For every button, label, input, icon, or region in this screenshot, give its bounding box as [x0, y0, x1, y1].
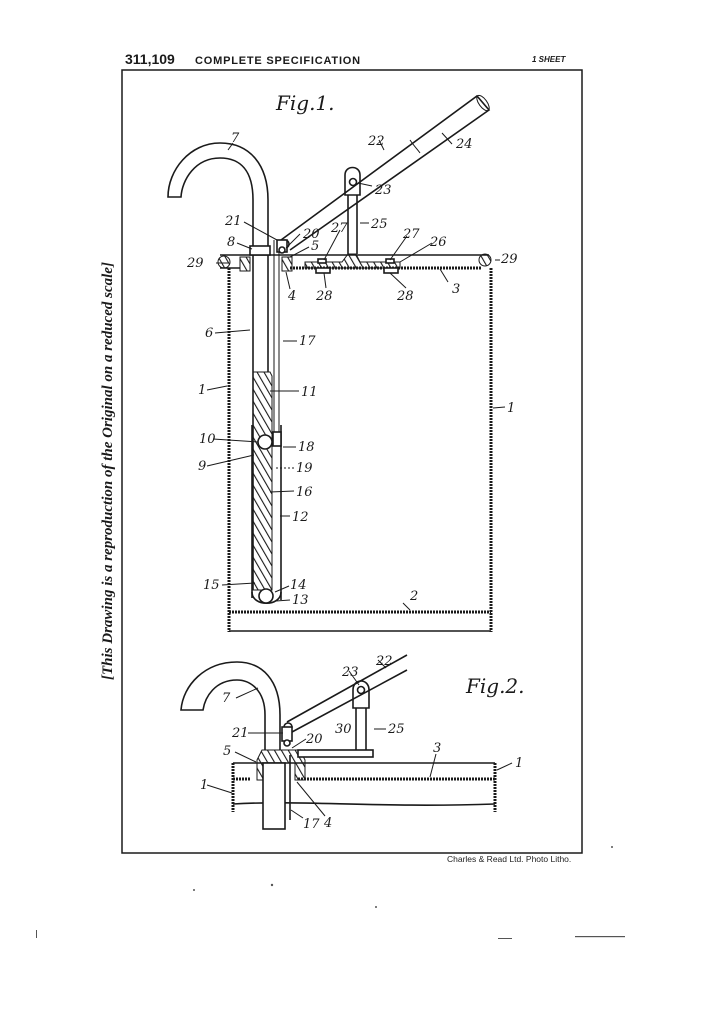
ref-label: 23 [374, 183, 392, 198]
printer-credit: Charles & Read Ltd. Photo Litho. [447, 854, 571, 864]
ref-label: 10 [199, 432, 216, 447]
ref-label: 13 [292, 593, 309, 608]
ref-label: 1 [515, 756, 523, 771]
ref-label: 25 [387, 722, 405, 737]
ref-label: 21 [231, 726, 249, 741]
ref-label: 1 [198, 383, 206, 398]
fig1-reference-labels: 7 22 24 23 21 20 27 25 27 26 8 5 29 29 4… [186, 131, 518, 608]
ref-label: 22 [367, 134, 385, 149]
fig2-spout-7 [180, 661, 281, 750]
ref-label: 26 [429, 235, 447, 250]
fig1-title: Fig.1. [275, 91, 335, 115]
ref-label: 19 [296, 461, 313, 476]
ball-13 [258, 588, 274, 604]
handle-22 [280, 94, 491, 251]
ref-label: 8 [227, 235, 235, 250]
scan-specks [36, 846, 625, 939]
ref-label: 28 [396, 289, 414, 304]
ref-label: 30 [335, 722, 352, 737]
figure-1: Fig.1. [167, 91, 518, 632]
ref-label: 7 [222, 691, 231, 706]
ref-label: 20 [302, 227, 320, 242]
ref-label: 1 [200, 778, 208, 793]
ref-label: 15 [203, 578, 220, 593]
ref-label: 18 [298, 440, 315, 455]
spiral-11 [252, 371, 273, 591]
ref-label: 5 [223, 744, 231, 759]
ref-label: 29 [186, 256, 204, 271]
header-title: COMPLETE SPECIFICATION [195, 55, 361, 67]
pivot-23 [344, 166, 361, 196]
ref-label: 5 [311, 239, 319, 254]
ref-label: 29 [500, 252, 518, 267]
fig2-reference-labels: 23 22 7 25 21 20 30 5 3 1 1 17 4 [200, 654, 523, 832]
fig2-handle-22 [286, 654, 408, 733]
bolt-29-right [478, 253, 492, 267]
ref-label: 16 [296, 485, 313, 500]
ref-label: 9 [198, 459, 206, 474]
patent-number: 311,109 [125, 51, 175, 67]
ref-label: 12 [292, 510, 309, 525]
ref-label: 14 [290, 578, 307, 593]
ref-label: 11 [301, 385, 318, 400]
bolt-29-left [217, 255, 231, 269]
ball-10 [257, 434, 273, 450]
ref-label: 7 [231, 131, 240, 146]
fig2-leader-lines [206, 659, 513, 819]
ref-label: 28 [315, 289, 333, 304]
fig1-leader-lines [206, 132, 506, 611]
ref-label: 25 [370, 217, 388, 232]
ref-label: 4 [287, 289, 296, 304]
ref-label: 3 [433, 741, 441, 756]
ref-label: 27 [330, 221, 348, 236]
sheet-count: 1 SHEET [532, 55, 566, 64]
ref-label: 17 [299, 334, 316, 349]
ref-label: 22 [375, 654, 393, 669]
ref-label: 21 [224, 214, 242, 229]
ref-label: 6 [205, 326, 213, 341]
drawing-border [121, 69, 583, 854]
part-18 [272, 431, 282, 447]
ref-label: 27 [402, 227, 420, 242]
ref-label: 2 [409, 589, 418, 604]
ref-label: 4 [323, 816, 332, 831]
side-note: [This Drawing is a reproduction of the O… [100, 262, 116, 680]
figure-2: Fig.2. 23 22 7 25 21 20 30 [180, 654, 525, 832]
fig2-title: Fig.2. [465, 674, 525, 698]
ref-label: 3 [452, 282, 460, 297]
fig2-pipe [262, 762, 286, 830]
ref-label: 17 [303, 817, 320, 832]
ref-label: 20 [305, 732, 323, 747]
ref-label: 1 [507, 401, 515, 416]
fig2-arm-30 [297, 749, 374, 758]
ref-label: 24 [455, 137, 473, 152]
spout-7 [167, 142, 269, 248]
